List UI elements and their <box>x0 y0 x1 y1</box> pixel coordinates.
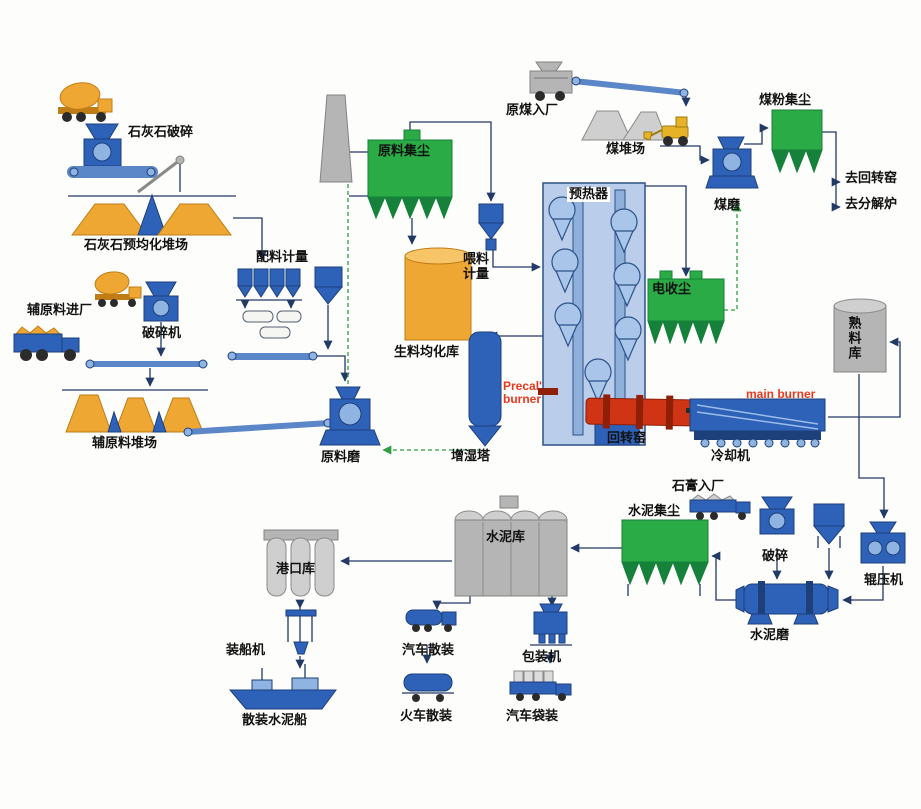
precalciner-burner-icon <box>538 388 558 395</box>
label-truck-bag-loading: 汽车袋装 <box>506 708 559 723</box>
label-cement-silo: 水泥库 <box>486 529 526 544</box>
label-to-rotary-kiln: 去回转窑 <box>845 170 898 185</box>
bagged-cement-truck-icon <box>509 670 572 701</box>
batching-station-icon <box>227 266 344 361</box>
label-coal-mill: 煤磨 <box>714 197 741 212</box>
label-precal-burner: Precal' burner <box>503 379 542 407</box>
coal-dust-collector-icon <box>771 109 823 174</box>
label-to-calciner: 去分解炉 <box>845 196 898 211</box>
label-coal-yard: 煤堆场 <box>606 141 646 156</box>
label-main-burner: main burner <box>746 387 816 401</box>
raw-material-dust-collector-icon <box>367 129 453 220</box>
label-crusher: 破碎机 <box>142 325 182 340</box>
bulk-cement-ship-icon <box>228 664 337 710</box>
label-cooler: 冷却机 <box>711 448 751 463</box>
roller-press-icon <box>860 521 906 564</box>
label-limestone-crushing: 石灰石破碎 <box>128 124 194 139</box>
bulk-tank-truck-icon <box>405 609 457 632</box>
label-cement-dust-collector: 水泥集尘 <box>628 503 681 518</box>
feeding-metering-hopper-icon <box>478 203 504 251</box>
limestone-crusher-icon <box>83 123 122 167</box>
label-humidifying-tower: 增湿塔 <box>451 448 491 463</box>
label-roller-press: 辊压机 <box>864 572 904 587</box>
label-gypsum-entry: 石膏入厂 <box>672 478 725 493</box>
aux-crusher-icon <box>143 281 179 322</box>
label-train-bulk-loading: 火车散装 <box>400 708 453 723</box>
packing-machine-icon <box>530 603 572 646</box>
label-electrostatic-precipitator: 电收尘 <box>652 281 692 296</box>
limestone-belt-conveyor-icon <box>67 155 185 194</box>
coal-yard-piles-icon <box>581 110 668 141</box>
label-raw-meal-silo: 生料均化库 <box>394 344 460 359</box>
label-raw-coal-entry: 原煤入厂 <box>506 102 559 117</box>
wheel-loader-icon <box>643 116 689 146</box>
cement-silo-icon <box>454 495 568 597</box>
clinker-silo-icon <box>833 298 887 373</box>
label-cement-mill: 水泥磨 <box>750 627 790 642</box>
raw-mill-icon <box>319 386 381 446</box>
raw-coal-feeder-icon <box>529 61 573 101</box>
label-batching-metering: 配料计量 <box>256 249 309 264</box>
port-silo-icon <box>263 529 339 597</box>
label-rotary-kiln: 回转窑 <box>607 430 647 445</box>
label-limestone-preblending-yard: 石灰石预均化堆场 <box>84 237 189 252</box>
rotary-kiln-icon <box>585 394 695 430</box>
cement-mill-icon <box>735 581 839 625</box>
label-gypsum-crushing: 破碎 <box>762 548 789 563</box>
clinker-bin-icon <box>812 503 846 548</box>
label-raw-material-dust-collector: 原料集尘 <box>378 143 431 158</box>
label-truck-bulk-loading: 汽车散装 <box>402 642 455 657</box>
limestone-mixer-truck-icon <box>58 82 113 122</box>
ship-loader-icon <box>285 608 317 655</box>
aux-to-mill-conveyor-icon <box>183 418 333 437</box>
label-bulk-cement-ship: 散装水泥船 <box>242 712 308 727</box>
limestone-preblending-piles-icon <box>71 193 232 236</box>
aux-mixer-truck-icon <box>94 271 142 307</box>
gypsum-crusher-icon <box>759 496 795 535</box>
humidifying-tower-icon <box>467 331 503 447</box>
label-aux-material-yard: 辅原料堆场 <box>92 435 158 450</box>
label-preheater: 预热器 <box>567 186 611 202</box>
label-packing-machine: 包装机 <box>522 649 562 664</box>
label-port-silo: 港口库 <box>276 561 316 576</box>
label-raw-mill: 原料磨 <box>321 449 361 464</box>
chimney-icon <box>319 94 353 183</box>
label-ship-loader: 装船机 <box>226 642 266 657</box>
cooler-icon <box>689 398 826 448</box>
gypsum-truck-icon <box>689 493 751 520</box>
label-feeding-metering: 喂料计量 <box>463 251 490 281</box>
label-clinker-silo: 熟料库 <box>846 316 862 361</box>
coal-conveyor-icon <box>571 76 689 98</box>
cement-dust-collector-icon <box>621 519 709 596</box>
label-coal-dust-collector: 煤粉集尘 <box>759 92 812 107</box>
electrostatic-precipitator-icon <box>647 270 725 345</box>
dump-truck-icon <box>13 325 80 361</box>
label-aux-material-entry: 辅原料进厂 <box>27 302 93 317</box>
aux-belt-conveyor-icon <box>85 359 208 369</box>
raw-meal-silo-icon <box>404 247 472 341</box>
coal-mill-icon <box>705 136 759 189</box>
aux-material-piles-icon <box>65 394 204 433</box>
rail-tank-wagon-icon <box>402 673 454 702</box>
